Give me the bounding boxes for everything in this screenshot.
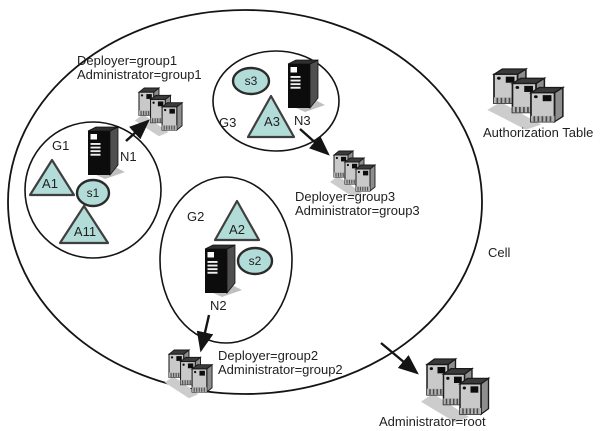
node-n3-label: N3 (294, 113, 311, 128)
server-s1-ellipse (75, 178, 111, 208)
group2-administrator-label: Administrator=group2 (218, 362, 343, 377)
root-authorization-table-icon (421, 359, 489, 422)
authorization-table-label: Authorization Table (483, 125, 594, 140)
server-s3-label: s3 (244, 74, 258, 88)
group2-boundary (159, 176, 293, 344)
application-a1-label: A1 (42, 176, 58, 191)
group1-boundary (24, 121, 162, 259)
group3-boundary (212, 50, 340, 152)
application-a1-triangle (28, 158, 76, 197)
cell-label: Cell (488, 245, 511, 260)
group3-to-authtable-arrow (299, 128, 330, 156)
group1-authorization-table-icon (135, 88, 182, 136)
group2-deployer-label: Deployer=group2 (218, 348, 319, 363)
group2-to-authtable-arrow (196, 314, 214, 353)
node-n2-server-icon (204, 244, 243, 298)
node-n3-server-icon (287, 59, 326, 113)
group1-permissions-label: Deployer=group1 Administrator=group1 (77, 54, 202, 82)
server-s2-label: s2 (248, 254, 262, 268)
application-a3-label: A3 (264, 114, 280, 129)
authorization-table-icon (487, 69, 563, 130)
application-a3-triangle (246, 94, 296, 139)
administrator-root-label: Administrator=root (379, 414, 486, 429)
cell-boundary-ellipse (7, 9, 483, 395)
group1-label: G1 (52, 138, 70, 153)
node-n2-label: N2 (210, 298, 227, 313)
group1-to-authtable-arrow (125, 119, 150, 142)
group3-administrator-label: Administrator=group3 (295, 203, 420, 218)
server-s3-ellipse (231, 66, 271, 96)
cell-to-root-authtable-arrow (380, 342, 419, 375)
group3-label: G3 (219, 115, 237, 130)
group2-label: G2 (187, 209, 205, 224)
group2-permissions-label: Deployer=group2 Administrator=group2 (218, 349, 343, 377)
server-s2-ellipse (236, 246, 274, 276)
node-n1-label: N1 (120, 149, 137, 164)
group2-authorization-table-icon (165, 350, 212, 398)
group3-permissions-label: Deployer=group3 Administrator=group3 (295, 190, 420, 218)
group3-deployer-label: Deployer=group3 (295, 189, 396, 204)
application-a11-label: A11 (73, 224, 97, 239)
application-a2-label: A2 (229, 222, 245, 237)
application-a2-triangle (213, 199, 261, 242)
group1-deployer-label: Deployer=group1 (77, 53, 178, 68)
group1-administrator-label: Administrator=group1 (77, 67, 202, 82)
application-a11-triangle (58, 204, 110, 245)
server-s1-label: s1 (86, 186, 100, 200)
